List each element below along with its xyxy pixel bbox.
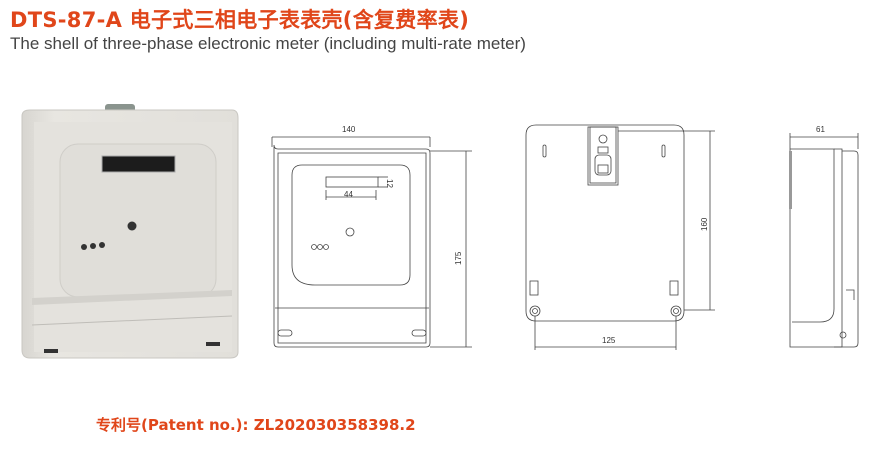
back-view-drawing: 160 125 (525, 124, 715, 350)
window-height-dimension-12: 12 (385, 179, 394, 188)
width-dimension-140: 140 (342, 125, 356, 134)
height-dimension-160: 160 (700, 217, 709, 231)
meter-photo (21, 104, 239, 359)
front-view-drawing: 140 44 12 175 (271, 125, 472, 348)
page-subtitle: The shell of three-phase electronic mete… (10, 34, 526, 53)
side-view-drawing: 61 (789, 125, 859, 348)
hole-spacing-dimension-125: 125 (602, 336, 616, 345)
window-width-dimension-44: 44 (344, 190, 353, 199)
height-dimension-175: 175 (454, 251, 463, 265)
depth-dimension-61: 61 (816, 125, 825, 134)
patent-number: 专利号(Patent no.): ZL202030358398.2 (96, 416, 416, 434)
page-title: DTS-87-A 电子式三相电子表表壳(含复费率表) (10, 8, 470, 32)
